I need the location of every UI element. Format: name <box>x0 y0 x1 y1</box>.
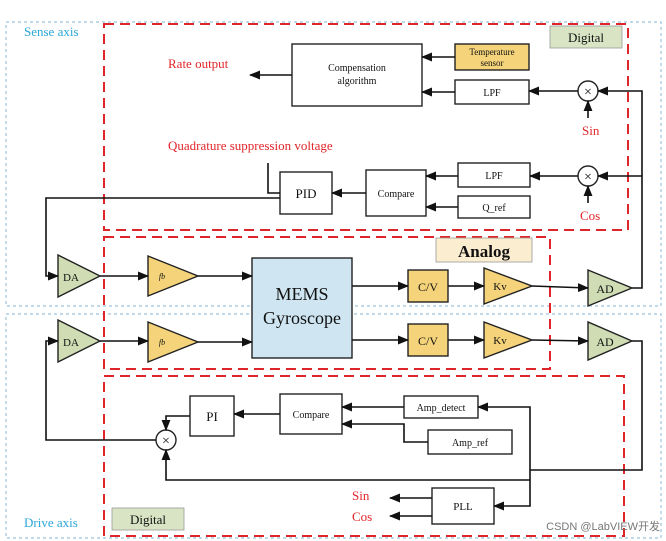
amp-detect-label: Amp_detect <box>417 403 466 414</box>
lpf-mid-label: LPF <box>485 171 503 182</box>
sin-multiplier-symbol: × <box>584 85 592 100</box>
rate-output-label: Rate output <box>168 56 229 71</box>
digital-bottom-label: Digital <box>130 512 166 527</box>
kv-top-label: Kv <box>493 281 507 293</box>
cos-multiplier-symbol: × <box>584 170 592 185</box>
analog-label: Analog <box>458 242 510 261</box>
kv-top-triangle <box>483 266 534 306</box>
kv-bottom-triangle <box>483 320 534 360</box>
digital-bottom-tag <box>111 507 185 531</box>
cv-bottom-label: C/V <box>418 334 438 348</box>
drive-multiplier-symbol: × <box>162 434 170 449</box>
cv-top-block <box>407 269 449 303</box>
compare-bottom-block <box>279 393 343 435</box>
fb-bottom-triangle <box>147 320 200 364</box>
sense-axis-label: Sense axis <box>24 24 79 39</box>
compare-bottom-label: Compare <box>293 410 330 421</box>
pi-block <box>189 395 235 437</box>
sin-bottom-label: Sin <box>352 488 370 503</box>
fb-top-label: fb <box>159 272 165 281</box>
da-bottom-label: DA <box>63 337 79 349</box>
digital-top-label: Digital <box>568 30 604 45</box>
analog-region <box>103 236 551 370</box>
compare-top-block <box>365 169 427 217</box>
digital-top-tag <box>549 25 623 49</box>
cos-bottom-label: Cos <box>352 509 372 524</box>
amp-ref-label: Amp_ref <box>452 438 489 449</box>
lpf-top-block <box>454 79 530 105</box>
lpf-mid-block <box>457 162 531 188</box>
compensation-label-2: algorithm <box>338 76 377 87</box>
drive-axis-region <box>5 313 662 539</box>
sin-top-label: Sin <box>582 123 600 138</box>
mems-label-2: Gyroscope <box>263 308 341 328</box>
ad-top-label: AD <box>596 282 614 296</box>
amp-ref-block <box>427 429 513 455</box>
mems-gyroscope-block <box>251 257 353 359</box>
drive-axis-label: Drive axis <box>24 515 78 530</box>
cv-top-label: C/V <box>418 280 438 294</box>
digital-top-region <box>103 23 629 231</box>
analog-tag <box>435 237 533 263</box>
compensation-algorithm-block <box>291 43 423 107</box>
fb-top-triangle <box>147 254 200 298</box>
q-ref-label: Q_ref <box>482 203 506 214</box>
da-top-label: DA <box>63 272 79 284</box>
watermark: CSDN @LabVIEW开发 <box>546 519 660 533</box>
lpf-top-label: LPF <box>483 88 501 99</box>
fb-bottom-label: fb <box>159 338 165 347</box>
temperature-label-2: sensor <box>481 58 504 68</box>
temperature-label-1: Temperature <box>469 47 514 57</box>
kv-bottom-label: Kv <box>493 335 507 347</box>
pid-label: PID <box>296 186 317 201</box>
digital-bottom-region <box>103 375 625 537</box>
mems-label-1: MEMS <box>275 284 328 304</box>
cos-top-label: Cos <box>580 208 600 223</box>
quadrature-label: Quadrature suppression voltage <box>168 138 333 153</box>
pid-block <box>279 171 333 215</box>
pll-label: PLL <box>453 501 473 513</box>
signal-wires <box>45 52 643 521</box>
pi-label: PI <box>206 409 218 424</box>
ad-bottom-label: AD <box>596 335 614 349</box>
compare-top-label: Compare <box>378 189 415 200</box>
compensation-label-1: Compensation <box>328 63 386 74</box>
temperature-sensor-block <box>454 43 530 71</box>
